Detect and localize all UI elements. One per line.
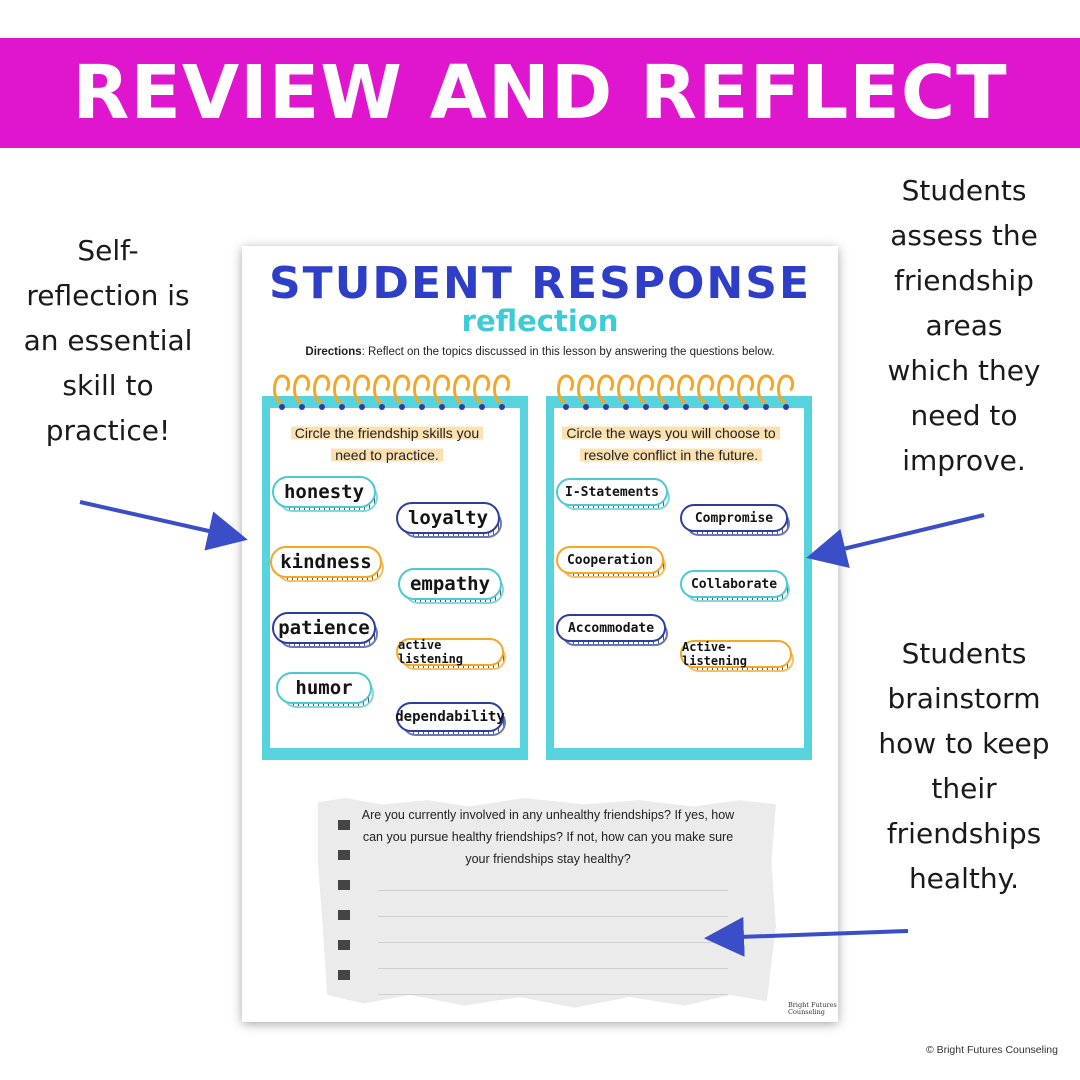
notepad-friendship-skills: Circle the friendship skills you need to… <box>262 374 528 760</box>
paper-hole <box>338 820 350 830</box>
banner-title: REVIEW AND REFLECT <box>72 50 1008 136</box>
worksheet-title: STUDENT RESPONSE <box>268 258 812 309</box>
note-brainstorm: Students brainstorm how to keep their fr… <box>878 637 1050 895</box>
worksheet-preview: STUDENT RESPONSE reflection Directions: … <box>242 246 838 1022</box>
notepad-conflict-resolution: Circle the ways you will choose to resol… <box>546 374 812 760</box>
note-self-reflection: Self- reflection is an essential skill t… <box>23 234 193 447</box>
answer-line[interactable] <box>378 968 728 969</box>
conflict-chip-accommodate[interactable]: Accommodate <box>556 614 668 646</box>
conflict-chip-compromise[interactable]: Compromise <box>680 504 790 536</box>
skill-chip-kindness[interactable]: kindness <box>270 546 384 582</box>
skills-prompt-line2: need to practice. <box>331 447 443 463</box>
paper-hole <box>338 880 350 890</box>
conflict-chip-collaborate[interactable]: Collaborate <box>680 570 790 602</box>
skill-chip-loyalty[interactable]: loyalty <box>396 502 502 538</box>
worksheet-directions: Directions: Reflect on the topics discus… <box>242 346 838 358</box>
note-assess-friendship: Students assess the friendship areas whi… <box>887 174 1041 477</box>
conflict-chip-active-listening[interactable]: Active-listening <box>680 640 794 672</box>
answer-line[interactable] <box>378 916 728 917</box>
brand-logo-line1: Bright Futures <box>788 1001 837 1009</box>
directions-label: Directions <box>305 346 362 358</box>
skill-chip-active-listening[interactable]: active listening <box>396 638 506 670</box>
conflict-prompt-line2: resolve conflict in the future. <box>579 447 763 463</box>
skill-chip-honesty[interactable]: honesty <box>272 476 378 512</box>
skills-prompt-line1: Circle the friendship skills you <box>290 425 484 441</box>
conflict-chip-i-statements[interactable]: I-Statements <box>556 478 670 510</box>
answer-line[interactable] <box>378 994 728 995</box>
paper-hole <box>338 940 350 950</box>
conflict-prompt: Circle the ways you will choose to resol… <box>556 422 786 466</box>
skill-chip-dependability[interactable]: dependability <box>395 702 506 736</box>
worksheet-subtitle: reflection <box>461 304 619 338</box>
brand-logo-line2: Counseling <box>788 1008 825 1016</box>
skill-chip-patience[interactable]: patience <box>272 612 378 648</box>
title-banner: REVIEW AND REFLECT <box>0 38 1080 148</box>
reflection-paper: Are you currently involved in any unheal… <box>318 798 776 1008</box>
arrow-to-conflict <box>806 513 985 568</box>
spiral-rings-icon <box>557 374 795 410</box>
paper-hole <box>338 850 350 860</box>
conflict-prompt-line1: Circle the ways you will choose to <box>562 425 780 441</box>
skill-chip-humor[interactable]: humor <box>276 672 374 708</box>
skill-chip-empathy[interactable]: empathy <box>398 568 504 604</box>
spiral-rings-icon <box>273 374 511 410</box>
paper-hole <box>338 910 350 920</box>
arrow-to-skills <box>79 500 248 551</box>
paper-hole <box>338 970 350 980</box>
answer-line[interactable] <box>378 942 728 943</box>
brand-logo: Bright Futures Counseling <box>788 1002 838 1016</box>
copyright-text: © Bright Futures Counseling <box>925 1044 1058 1056</box>
answer-line[interactable] <box>378 890 728 891</box>
conflict-chip-cooperation[interactable]: Cooperation <box>556 546 666 578</box>
directions-text: : Reflect on the topics discussed in thi… <box>361 346 775 358</box>
reflection-question: Are you currently involved in any unheal… <box>361 808 735 866</box>
skills-prompt: Circle the friendship skills you need to… <box>272 422 502 466</box>
